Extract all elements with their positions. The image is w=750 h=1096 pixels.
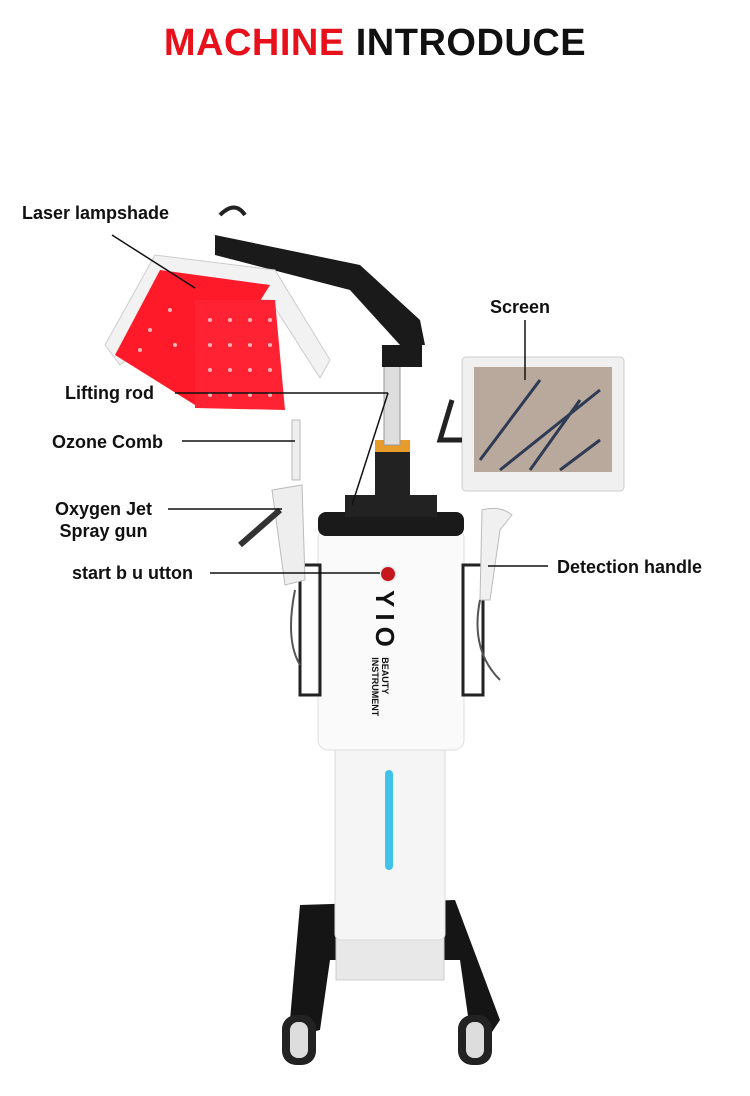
label-laser-lampshade: Laser lampshade <box>22 203 170 223</box>
ozone-comb <box>291 419 301 481</box>
laser-lampshade <box>104 254 331 410</box>
label-oxygen-jet-line2: Spray gun <box>59 521 148 541</box>
label-start-button: start b u utton <box>72 563 193 583</box>
brand-line2: INSTRUMENT <box>370 657 381 717</box>
light-strip <box>385 770 393 870</box>
label-oxygen-jet-line1: Oxygen Jet <box>55 499 153 519</box>
label-lifting-rod: Lifting rod <box>65 383 154 403</box>
page-title: MACHINE INTRODUCE <box>0 22 750 65</box>
brand-line1: BEAUTY <box>380 657 391 695</box>
title-black: INTRODUCE <box>355 22 587 64</box>
lifting-rod <box>383 364 401 446</box>
label-screen: Screen <box>490 297 551 317</box>
start-button <box>379 565 397 583</box>
screen <box>436 356 625 492</box>
oxygen-jet-gun <box>271 484 306 586</box>
brand-logo-text: YIO <box>370 590 400 653</box>
label-detection-handle: Detection handle <box>557 557 703 577</box>
arm <box>215 235 425 345</box>
label-ozone-comb: Ozone Comb <box>52 432 163 452</box>
title-red: MACHINE <box>163 22 345 64</box>
leader-lines <box>111 234 548 574</box>
label-oxygen-jet: Oxygen Jet Spray gun <box>55 498 152 542</box>
brand-logo: YIO BEAUTY INSTRUMENT <box>369 590 400 716</box>
detection-handle <box>479 507 513 601</box>
